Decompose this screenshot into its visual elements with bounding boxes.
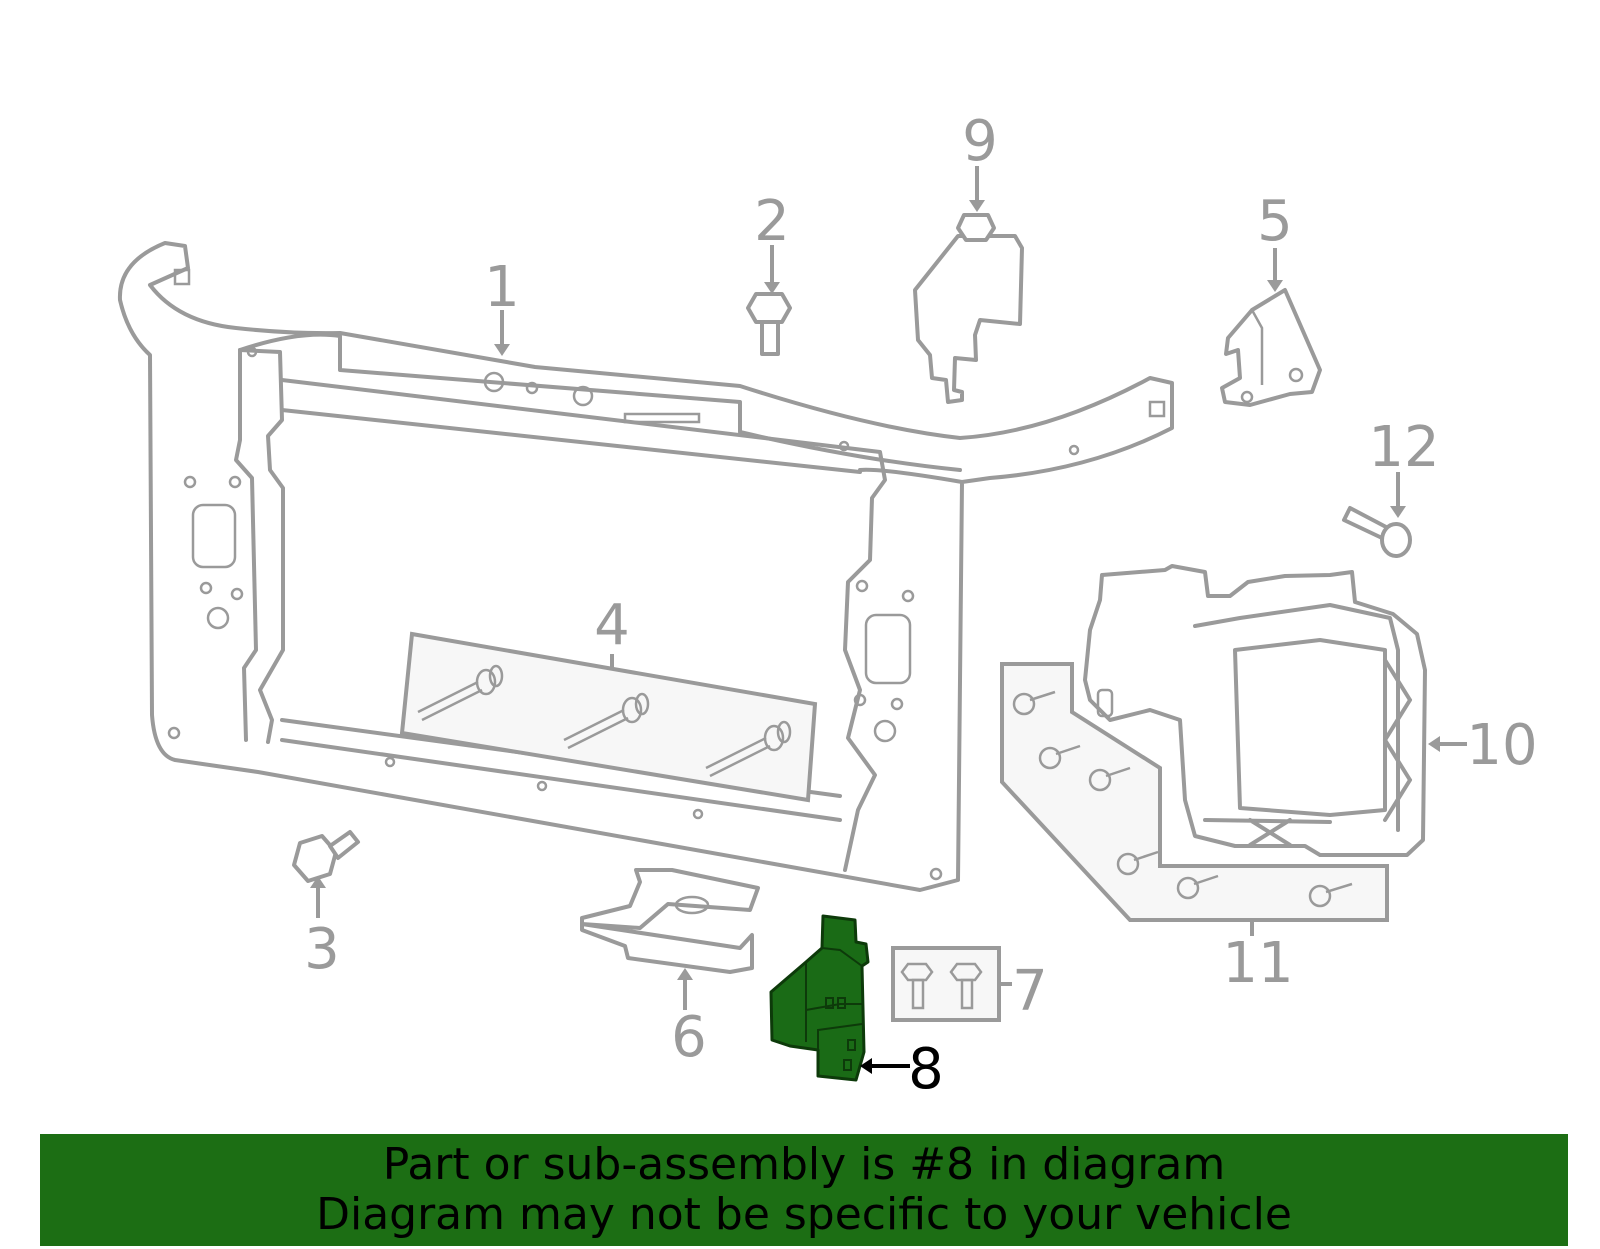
part-3-bolt <box>292 830 360 883</box>
part-9-bracket <box>913 213 1024 404</box>
part-5-bracket <box>1220 288 1322 407</box>
callout-6: 6 <box>671 1005 707 1070</box>
banner-line-disclaimer: Diagram may not be specific to your vehi… <box>316 1189 1292 1240</box>
callout-12: 12 <box>1368 415 1439 480</box>
callout-7: 7 <box>1012 959 1048 1024</box>
callout-8: 8 <box>908 1037 944 1102</box>
callout-1: 1 <box>484 255 520 320</box>
info-banner: Part or sub-assembly is #8 in diagram Di… <box>40 1134 1568 1246</box>
callout-labels: 1 2 3 4 5 6 7 8 9 10 11 12 <box>304 109 1537 1102</box>
part-8-highlighted-bracket <box>769 914 870 1082</box>
callout-10: 10 <box>1466 713 1537 778</box>
callout-3: 3 <box>304 917 340 982</box>
callout-2: 2 <box>754 189 790 254</box>
part-4-rivets <box>399 631 818 803</box>
banner-line-part-info: Part or sub-assembly is #8 in diagram <box>382 1139 1226 1190</box>
part-11-bolts <box>1000 662 1389 922</box>
callout-leaders <box>310 166 1467 1074</box>
part-7-bolts <box>891 946 1001 1022</box>
part-2-bolt <box>746 292 792 356</box>
part-6-bracket <box>580 868 760 974</box>
callout-9: 9 <box>962 109 998 174</box>
callout-11: 11 <box>1222 931 1293 996</box>
callout-5: 5 <box>1257 189 1293 254</box>
part-1-radiator-support <box>117 241 1174 892</box>
part-10-lamp-bracket <box>1083 564 1427 857</box>
callout-4: 4 <box>594 593 630 658</box>
part-12-screw <box>1342 506 1412 558</box>
